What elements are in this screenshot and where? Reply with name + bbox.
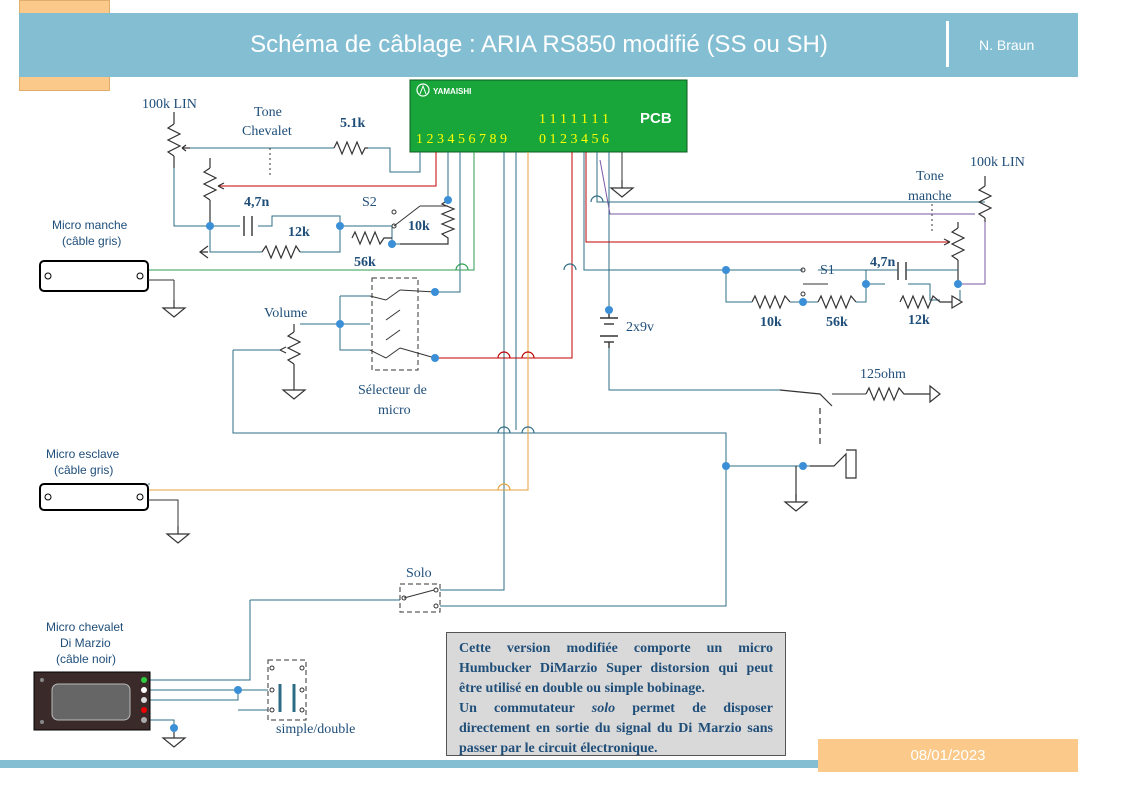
pot-100k-left-icon	[166, 112, 190, 168]
header-divider	[946, 21, 949, 67]
label-r-125ohm: 125ohm	[860, 367, 906, 382]
manche-ground-icon	[162, 299, 186, 318]
label-micro-esclave-1: Micro esclave	[46, 447, 120, 461]
label-c-4-7n-right: 4,7n	[870, 255, 896, 270]
pcb-pins-bottom-right: 0 1 2 3 4 5 6	[539, 132, 609, 147]
pickup-manche-icon	[39, 260, 174, 292]
label-s2: S2	[362, 195, 377, 210]
label-pot-100k-left: 100k LIN	[142, 97, 197, 112]
label-tone-manche-1: Tone	[916, 169, 944, 184]
label-micro-esclave-2: (câble gris)	[54, 463, 113, 477]
volume-ground-icon	[282, 381, 306, 400]
label-micro-chevalet-2: Di Marzio	[60, 636, 111, 650]
label-battery: 2x9v	[626, 320, 654, 335]
label-pot-100k-right: 100k LIN	[970, 155, 1025, 170]
solo-switch-icon	[399, 583, 441, 613]
simple-double-switch-icon	[267, 659, 307, 721]
wires-blue	[148, 147, 985, 728]
label-s1: S1	[820, 263, 835, 278]
output-arrow-icon	[929, 384, 941, 404]
label-selecteur-2: micro	[378, 403, 411, 418]
resistor-56k-right-icon	[817, 294, 857, 310]
signal-arrow-right-icon	[951, 294, 964, 310]
label-tone-chevalet-1: Tone	[254, 105, 282, 120]
dimarzio-ground-icon	[162, 729, 186, 748]
label-volume: Volume	[264, 306, 307, 321]
label-r-56k-right: 56k	[826, 315, 848, 330]
description-note: Cette version modifiée comporte un micro…	[446, 632, 786, 756]
header-bar: Schéma de câblage : ARIA RS850 modifié (…	[19, 13, 1078, 77]
resistor-125ohm-icon	[865, 386, 930, 402]
esclave-ground-icon	[166, 525, 190, 544]
signal-arrow-left-icon	[199, 245, 209, 259]
pcb-board: YAMAISHI PCB 1 1 1 1 1 1 1 1 2 3 4 5 6 7…	[409, 79, 688, 153]
label-r-12k-left: 12k	[288, 225, 310, 240]
label-micro-chevalet-3: (câble noir)	[56, 652, 116, 666]
pot-tone-chevalet-icon	[202, 158, 225, 226]
wires-purple	[599, 159, 986, 285]
note-line-2a: Un commutateur	[459, 701, 592, 716]
switch-s2-icon	[391, 205, 448, 229]
label-tone-manche-2: manche	[908, 189, 952, 204]
jack-ground-icon	[784, 493, 808, 512]
pickup-esclave-icon	[39, 483, 179, 532]
label-solo: Solo	[406, 566, 432, 581]
page-title: Schéma de câblage : ARIA RS850 modifié (…	[250, 31, 828, 58]
label-r-12k-right: 12k	[908, 313, 930, 328]
label-selecteur-1: Sélecteur de	[358, 383, 427, 398]
pot-tone-manche-icon	[943, 222, 966, 284]
pcb-label: PCB	[640, 110, 672, 127]
pcb-ground-icon	[610, 179, 634, 198]
capacitor-4-7n-left-icon	[243, 216, 253, 236]
capacitor-4-7n-right-icon	[897, 262, 907, 280]
label-simple-double: simple/double	[276, 722, 355, 737]
author-name: N. Braun	[979, 37, 1035, 53]
resistor-10k-right-icon	[751, 294, 791, 310]
label-micro-manche-1: Micro manche	[52, 218, 128, 232]
pickup-dimarzio-icon	[33, 671, 151, 731]
label-r-56k-left: 56k	[354, 255, 376, 270]
junction-nodes	[170, 196, 962, 732]
resistor-12k-left-icon	[261, 244, 301, 260]
pcb-pins-top: 1 1 1 1 1 1 1	[539, 112, 609, 127]
wires-orange	[148, 152, 529, 491]
footer-bar	[0, 760, 818, 768]
label-r-10k-right: 10k	[760, 315, 782, 330]
wires-red	[218, 152, 950, 359]
resistor-10k-left-icon	[400, 199, 456, 245]
resistor-56k-left-icon	[351, 230, 392, 246]
pot-volume-icon	[279, 324, 302, 382]
resistor-5-1k-icon	[333, 140, 368, 156]
wires-green	[148, 152, 475, 271]
label-micro-chevalet-1: Micro chevalet	[46, 620, 124, 634]
pickup-selector-icon	[369, 277, 436, 371]
label-r-10k-left: 10k	[408, 219, 430, 234]
resistor-12k-right-icon	[899, 294, 952, 310]
output-jack-icon	[779, 389, 857, 500]
pot-100k-right-icon	[977, 176, 993, 222]
label-r-5-1k: 5.1k	[340, 116, 366, 131]
pcb-pins-bottom-left: 1 2 3 4 5 6 7 8 9	[416, 132, 507, 147]
label-tone-chevalet-2: Chevalet	[242, 124, 292, 139]
battery-icon	[600, 310, 618, 348]
note-line-2-em: solo	[591, 701, 616, 716]
pcb-brand: YAMAISHI	[433, 87, 471, 96]
note-line-1: Cette version modifiée comporte un micro…	[459, 641, 773, 696]
label-micro-manche-2: (câble gris)	[62, 234, 121, 248]
switch-s1-icon	[800, 267, 828, 297]
footer-date: 08/01/2023	[818, 739, 1078, 772]
note-line-2b: permet de disposer directement en sortie…	[459, 701, 773, 756]
label-c-4-7n-left: 4,7n	[244, 195, 270, 210]
